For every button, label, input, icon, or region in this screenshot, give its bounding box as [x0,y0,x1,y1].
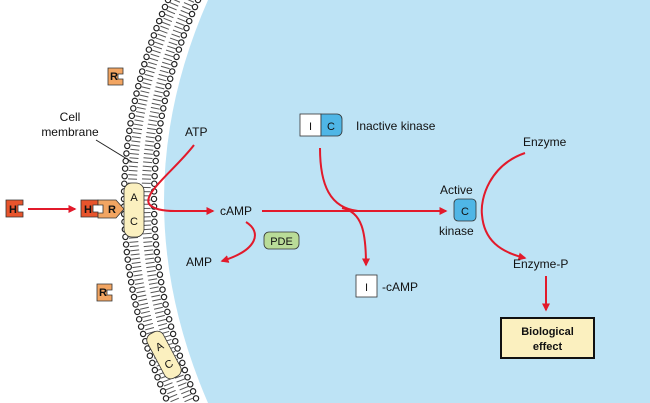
regulatory-camp-arrow [341,207,370,267]
active-kinase-label-line1: Active [440,183,473,197]
cell-membrane-pointer [95,139,133,163]
kinase-dissociation-curve [319,147,359,212]
camp-label: cAMP [220,204,252,218]
membrane-heads-inner-fill [151,0,201,403]
svg-text:PDE: PDE [270,236,293,248]
cell-membrane-label-line1: Cell [60,110,81,124]
svg-text:Biological: Biological [521,326,574,338]
free-receptor-bottom: R [96,283,113,302]
svg-text:I: I [365,282,368,294]
active-kinase-label-line2: kinase [439,224,474,238]
svg-text:A: A [130,192,138,204]
adenylyl-cyclase-bound: A C [123,182,145,238]
i-camp-label: -cAMP [382,280,418,294]
pde-enzyme: PDE [263,231,300,250]
enzyme-p-label: Enzyme-P [513,257,568,271]
svg-text:R: R [99,287,107,299]
svg-text:effect: effect [533,341,563,353]
svg-text:H: H [84,204,92,216]
svg-text:R: R [110,71,118,83]
inactive-kinase-label: Inactive kinase [356,119,436,133]
svg-text:C: C [327,121,335,133]
svg-text:C: C [461,206,469,218]
svg-text:R: R [108,204,116,216]
inactive-kinase: I C [299,113,343,137]
enzyme-label: Enzyme [523,135,567,149]
amp-label: AMP [186,255,212,269]
svg-text:I: I [309,121,312,133]
cytoplasm [164,0,650,403]
atp-conversion-curve [147,144,195,212]
hormone-free: H [5,199,24,218]
active-kinase-catalytic: C [453,198,477,222]
atp-label: ATP [185,125,207,139]
free-adenylyl-cyclase: A C [146,330,182,380]
svg-text:C: C [130,216,138,228]
pde-degradation-arrow [220,221,256,263]
receptor-bound: R [97,199,125,219]
svg-text:H: H [9,204,17,216]
phosphorylation-arrow [480,152,527,261]
free-receptor-top: R [107,67,124,86]
biological-effect-box: Biological effect [500,317,595,359]
cell-membrane-label-line2: membrane [41,125,99,139]
regulatory-subunit-camp: I [355,274,378,298]
